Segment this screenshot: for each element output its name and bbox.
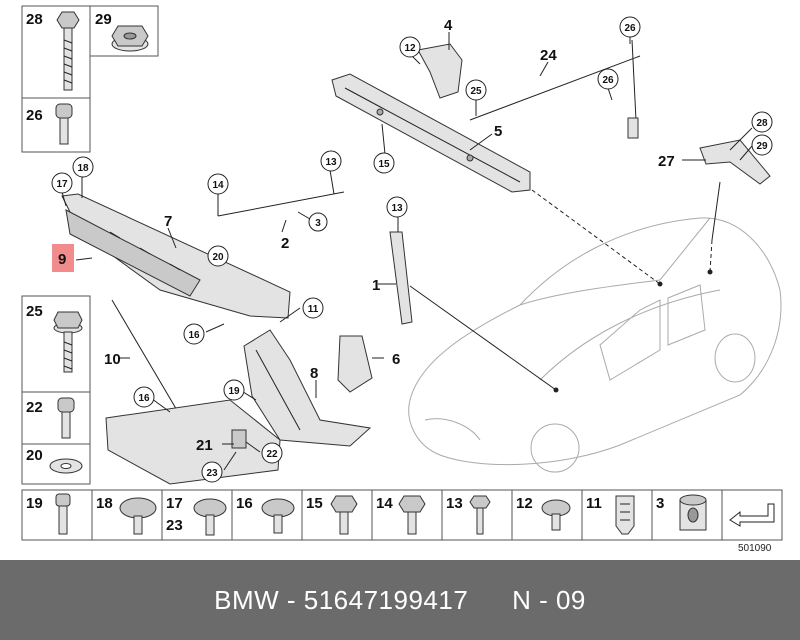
box-23-label: 23 (166, 517, 183, 534)
part-2-rod (217, 191, 345, 217)
label-24: 24 (540, 47, 557, 64)
box-12-label: 12 (516, 495, 533, 512)
screw-icon (55, 103, 73, 145)
callout-14: 14 (212, 180, 224, 191)
footer-bar: BMW - 51647199417 N - 09 (0, 560, 800, 640)
callout-12: 12 (404, 43, 416, 54)
diagram-id: 501090 (738, 543, 772, 554)
callout-26a: 26 (624, 23, 636, 34)
callout-19: 19 (228, 386, 240, 397)
wide-head-screw-icon (541, 499, 571, 531)
callout-18: 18 (77, 163, 89, 174)
box-14-label: 14 (376, 495, 393, 512)
box-22: 22 (21, 391, 91, 445)
parts-diagram: 28 29 26 25 22 (21, 5, 783, 554)
grommet-icon (679, 494, 707, 531)
box-3-label: 3 (656, 495, 664, 512)
part-number: BMW - 51647199417 (214, 585, 469, 615)
part-24-strut (469, 39, 641, 139)
label-10: 10 (104, 351, 121, 368)
highlight-box (52, 244, 74, 272)
label-21: 21 (196, 437, 213, 454)
callout-28: 28 (756, 118, 768, 129)
label-8: 8 (310, 365, 318, 382)
part-6-bracket (337, 335, 373, 393)
box-13-label: 13 (446, 495, 463, 512)
label-9: 9 (58, 251, 66, 268)
box-15-label: 15 (306, 495, 323, 512)
box-28: 28 (21, 5, 91, 99)
box-28-label: 28 (26, 11, 43, 28)
box-11-label: 11 (586, 495, 602, 512)
part-8-guide (243, 329, 372, 447)
box-20-label: 20 (26, 447, 43, 464)
nut-icon (111, 25, 149, 52)
screw-icon (55, 493, 71, 535)
label-2: 2 (281, 235, 289, 252)
washer-icon (49, 458, 83, 474)
callout-17: 17 (56, 179, 68, 190)
box-17-label: 17 (166, 495, 183, 512)
part-5-panel (331, 73, 531, 193)
part-4-bracket (417, 43, 463, 99)
wide-head-screw-icon (119, 497, 157, 535)
box-16-label: 16 (236, 495, 253, 512)
wide-head-screw-icon (261, 498, 295, 534)
callout-25: 25 (470, 86, 482, 97)
label-6: 6 (392, 351, 400, 368)
callout-15: 15 (378, 159, 390, 170)
box-29: 29 (89, 5, 159, 57)
box-25: 25 (21, 295, 91, 393)
box-22-label: 22 (26, 399, 43, 416)
callout-16b: 16 (138, 393, 150, 404)
callout-13b: 13 (391, 203, 403, 214)
box-20: 20 (21, 443, 91, 485)
label-7: 7 (164, 213, 172, 230)
box-18-label: 18 (96, 495, 113, 512)
label-27: 27 (658, 153, 675, 170)
callout-22: 22 (266, 449, 278, 460)
box-26: 26 (21, 97, 91, 153)
callouts: 11 12 13 13 14 15 16 16 17 18 19 20 22 2… (51, 16, 773, 483)
callout-16a: 16 (188, 330, 200, 341)
labels: 1 2 3 4 5 6 7 8 9 10 21 24 27 (52, 17, 675, 454)
callout-29: 29 (756, 141, 768, 152)
clip-nut-icon (615, 495, 635, 535)
callout-11: 11 (308, 304, 319, 315)
box-29-label: 29 (95, 11, 112, 28)
callout-13a: 13 (325, 157, 337, 168)
callout-20: 20 (212, 252, 224, 263)
box-25-label: 25 (26, 303, 43, 320)
part-10-brace (111, 299, 179, 413)
wide-head-screw-icon (193, 498, 227, 536)
part-7-shroud (61, 193, 291, 319)
bottom-row: 19 18 17 23 16 15 14 13 12 11 3 (21, 489, 783, 541)
arrow-icon (729, 503, 775, 527)
box-19-label: 19 (26, 495, 43, 512)
hex-bolt-icon (330, 495, 358, 535)
label-5: 5 (494, 123, 502, 140)
part-1-support (389, 231, 413, 325)
bolt-icon (469, 495, 491, 535)
bumper-carrier (105, 399, 281, 485)
label-1: 1 (372, 277, 380, 294)
car-outline (408, 217, 782, 473)
box-26-label: 26 (26, 107, 43, 124)
bolt-icon (56, 11, 80, 91)
callout-23: 23 (206, 468, 218, 479)
hex-bolt-icon (398, 495, 426, 535)
screw-icon (57, 397, 75, 439)
label-4: 4 (444, 17, 453, 34)
flange-bolt-icon (53, 311, 83, 373)
callout-26b: 26 (602, 75, 614, 86)
page-ref: N - 09 (512, 585, 586, 615)
label-3: 3 (315, 218, 321, 229)
